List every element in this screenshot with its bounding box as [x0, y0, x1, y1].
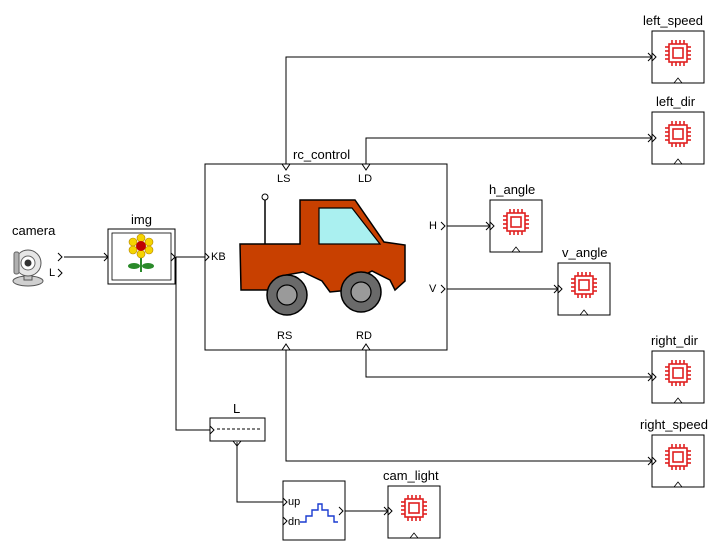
port-v: V: [429, 283, 437, 295]
rc-control-label: rc_control: [293, 147, 351, 162]
ramp-block[interactable]: [282, 480, 346, 541]
port-ld: LD: [358, 173, 373, 185]
flower-icon: [128, 233, 154, 272]
webcam-icon: [12, 249, 44, 287]
v-angle-label: v_angle: [562, 245, 608, 260]
output-right-dir[interactable]: [648, 347, 705, 404]
right-dir-label: right_dir: [651, 333, 698, 348]
port-rs: RS: [277, 330, 293, 342]
img-block[interactable]: [103, 228, 176, 285]
cam-light-label: cam_light: [383, 468, 439, 483]
output-right-speed[interactable]: [648, 431, 705, 488]
left-speed-label: left_speed: [643, 13, 703, 28]
h-angle-label: h_angle: [489, 182, 536, 197]
ramp-signal-icon: [300, 503, 338, 523]
camera-label: camera: [12, 223, 56, 238]
ramp-port-dn: dn: [288, 516, 301, 528]
output-h-angle[interactable]: [486, 196, 543, 253]
port-h: H: [429, 220, 437, 232]
camera-block[interactable]: [12, 249, 63, 287]
img-label: img: [131, 212, 152, 227]
port-rd: RD: [356, 330, 372, 342]
wires: [64, 56, 652, 512]
port-kb: KB: [211, 251, 226, 263]
l-block-label: L: [233, 401, 241, 416]
output-cam-light[interactable]: [384, 482, 441, 539]
truck-icon: [239, 193, 406, 316]
left-dir-label: left_dir: [656, 94, 696, 109]
rc-control-block[interactable]: [204, 163, 448, 351]
output-left-speed[interactable]: [648, 27, 705, 84]
camera-port-l: L: [49, 267, 56, 279]
output-left-dir[interactable]: [648, 108, 705, 165]
ramp-port-up: up: [288, 496, 301, 508]
l-block[interactable]: [209, 417, 266, 447]
port-ls: LS: [277, 173, 291, 185]
output-v-angle[interactable]: [554, 259, 611, 316]
right-speed-label: right_speed: [640, 417, 708, 432]
